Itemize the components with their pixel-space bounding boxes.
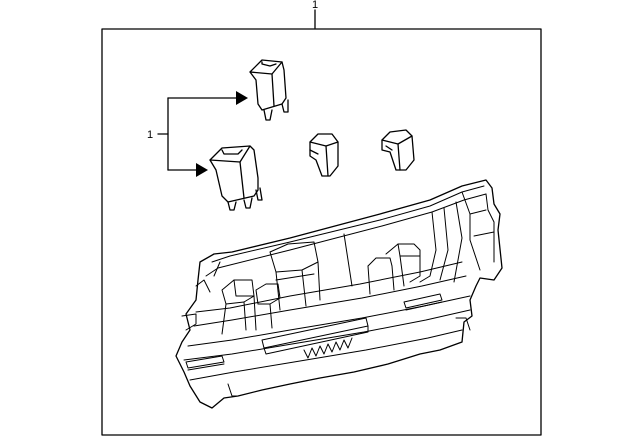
relay-lower [209,145,263,211]
diagram-frame [101,28,542,436]
relay-upper [249,59,289,121]
arrow-head-upper [236,91,248,105]
callout-top-label: 1 [312,0,318,11]
left-callout-bracket [157,91,248,177]
arrow-head-lower [196,163,208,177]
callout-left-label: 1 [147,129,153,141]
fuse-box-housing [175,179,503,409]
mini-relay-right [381,129,415,171]
mini-relay-middle [309,133,339,177]
